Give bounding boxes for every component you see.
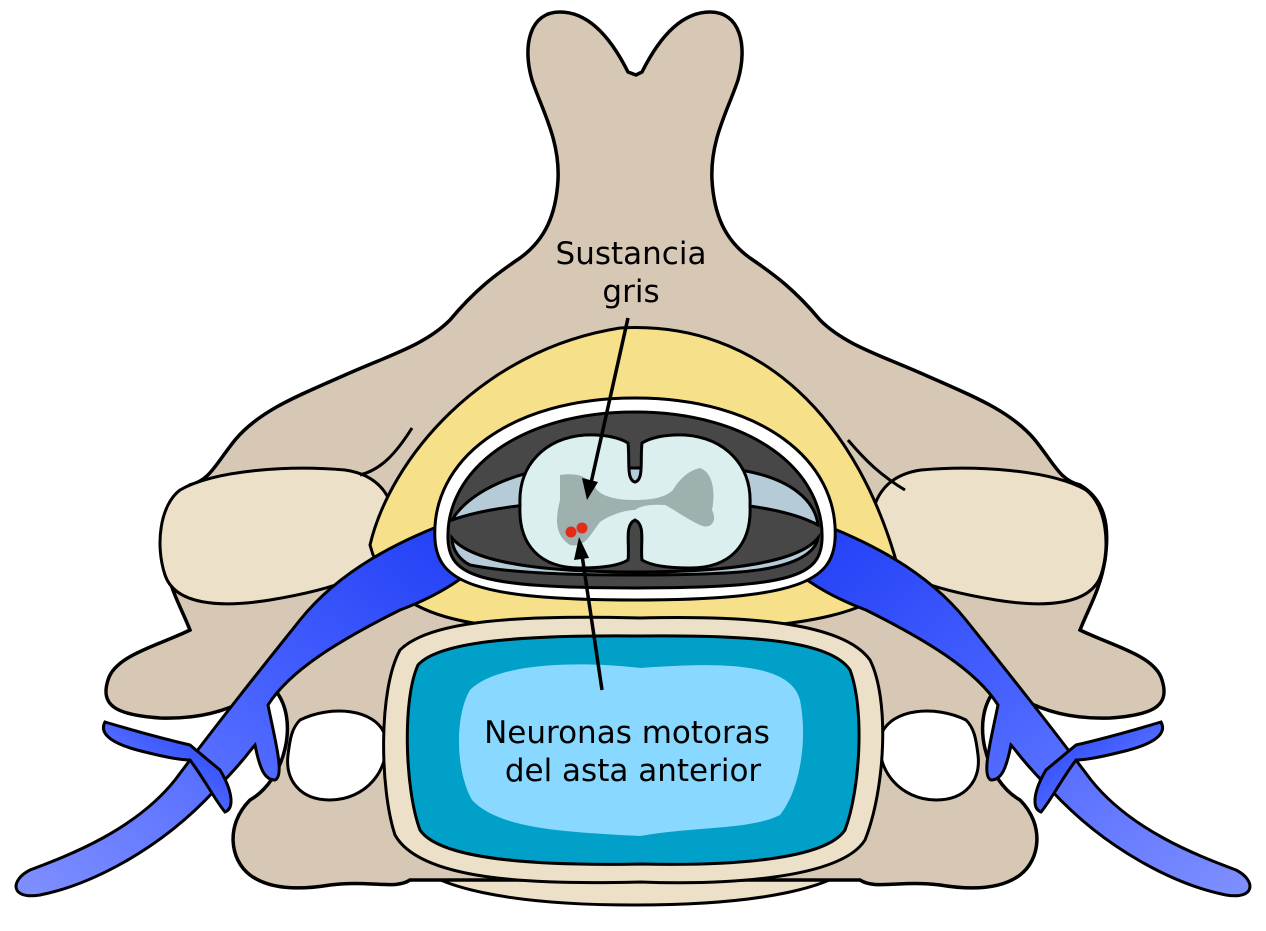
right-vein	[784, 518, 1252, 898]
disc-nucleus	[458, 664, 804, 836]
motor-neurons-label-line2: del asta anterior	[505, 753, 762, 789]
left-vein-branch	[102, 720, 233, 814]
right-foramen	[878, 709, 980, 802]
left-lamina-line	[359, 427, 414, 477]
gray-matter	[557, 468, 715, 546]
right-vein-branch	[1033, 720, 1164, 814]
motor-neuron-dot-1	[565, 526, 577, 538]
right-lamina-line	[846, 439, 906, 492]
motor-neurons-label-line1: Neuronas motoras	[484, 715, 770, 751]
left-vein	[14, 518, 482, 898]
motor-neurons-pointer-arrow	[574, 537, 604, 691]
csf-band-lower	[450, 532, 821, 577]
gray-matter-label-line2: gris	[602, 274, 659, 310]
gray-matter-pointer-arrow	[582, 317, 630, 500]
motor-neuron-dot-2	[576, 522, 588, 534]
left-foramen	[286, 709, 388, 802]
gray-matter-label-line1: Sustancia	[556, 236, 707, 272]
